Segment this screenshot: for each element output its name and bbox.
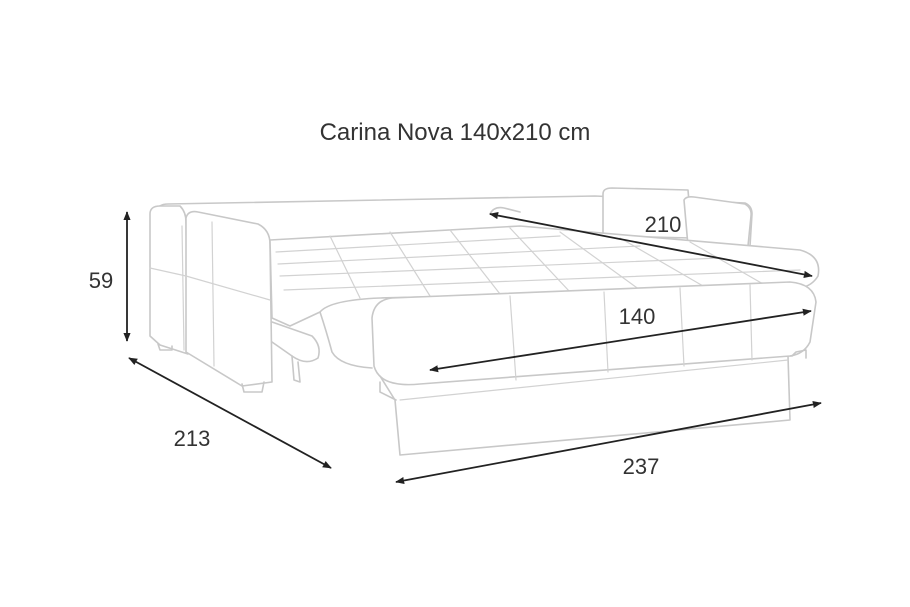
bed-width-label: 140 bbox=[619, 304, 656, 329]
bed-width-arrow bbox=[429, 308, 812, 373]
dimension-lines bbox=[123, 211, 822, 485]
frame-arm bbox=[319, 311, 373, 369]
bed-length-label: 210 bbox=[645, 212, 682, 237]
armrest-seam bbox=[149, 267, 271, 301]
diagram-title: Carina Nova 140x210 cm bbox=[320, 119, 591, 146]
armrest-seam-vertical bbox=[211, 221, 215, 367]
width-label: 237 bbox=[623, 454, 660, 479]
base-foot bbox=[379, 381, 397, 401]
depth-label: 213 bbox=[174, 426, 211, 451]
armrest-seam-vertical-2 bbox=[181, 225, 185, 351]
left-armrest-front bbox=[185, 210, 273, 387]
width-arrow bbox=[395, 400, 822, 485]
height-label: 59 bbox=[89, 268, 113, 293]
folding-frame bbox=[271, 321, 320, 363]
sofa-illustration bbox=[149, 187, 820, 456]
depth-arrow bbox=[128, 357, 332, 469]
right-back-cushion-2 bbox=[683, 196, 752, 247]
left-back-leg bbox=[157, 343, 173, 351]
bed-length-arrow bbox=[489, 211, 813, 279]
